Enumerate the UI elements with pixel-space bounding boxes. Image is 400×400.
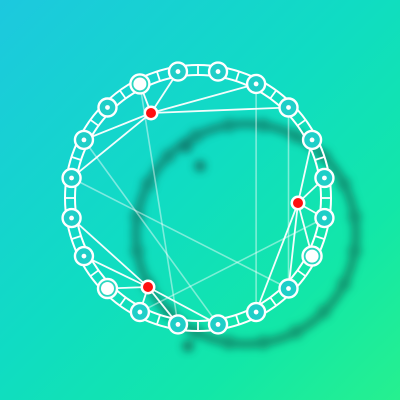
ring-rung	[89, 269, 100, 277]
shadow-node	[288, 325, 303, 340]
hub-link	[83, 255, 149, 288]
shadow-node	[189, 325, 204, 340]
ring-rung	[71, 156, 82, 161]
hub-link	[287, 202, 299, 289]
shadow-node	[316, 304, 331, 319]
open-node[interactable]	[96, 277, 119, 300]
chord-line	[139, 217, 325, 313]
ring-rung	[296, 269, 307, 277]
shadow-node	[161, 149, 176, 164]
ring-node[interactable]	[73, 129, 95, 151]
hub-link	[150, 106, 289, 114]
open-node[interactable]	[129, 73, 151, 95]
shadow-node	[256, 335, 271, 350]
shadow-node	[221, 335, 236, 350]
ring-node[interactable]	[314, 167, 335, 189]
shadow-node	[347, 209, 362, 224]
hub-link	[147, 286, 219, 326]
hub-top[interactable]	[143, 105, 159, 121]
shadow-ring	[131, 119, 361, 349]
shadow-node	[347, 244, 362, 259]
ring-node[interactable]	[61, 207, 82, 229]
ring-node[interactable]	[245, 73, 267, 95]
ring-rung	[89, 119, 100, 127]
ring-rung	[235, 71, 240, 82]
shadow-node	[189, 128, 204, 143]
shadow-node	[288, 128, 303, 143]
shadow-hub	[179, 139, 193, 153]
shadow-node	[337, 276, 352, 291]
ring-rung	[314, 156, 325, 161]
ring-node[interactable]	[245, 301, 267, 323]
ring-node[interactable]	[207, 61, 229, 82]
ring-node[interactable]	[61, 167, 82, 189]
ring-node[interactable]	[97, 97, 118, 118]
shadow-node	[337, 177, 352, 192]
ring-rung	[235, 314, 240, 325]
ring-node[interactable]	[73, 245, 95, 267]
open-node[interactable]	[301, 245, 323, 267]
ring-rung	[314, 235, 325, 240]
hub-link	[255, 202, 299, 313]
hub-link	[150, 83, 257, 114]
hub-link	[71, 112, 152, 179]
shadow-node	[221, 118, 236, 133]
ring-rung	[71, 235, 82, 240]
ring-rung	[269, 296, 277, 307]
chord-line	[71, 177, 289, 290]
ring-node[interactable]	[278, 278, 299, 299]
ring-node[interactable]	[314, 207, 335, 229]
ring-node[interactable]	[167, 314, 189, 335]
ring-nodes	[61, 61, 335, 335]
chord-line	[139, 83, 179, 325]
ring-rung	[119, 296, 127, 307]
hub-link	[297, 139, 313, 204]
outer-ring	[64, 64, 332, 332]
shadow-node	[256, 118, 271, 133]
ring-rung	[156, 71, 161, 82]
hub-bottom-left[interactable]	[140, 279, 156, 295]
ring-rung	[296, 119, 307, 127]
ring-node[interactable]	[278, 97, 299, 118]
hub-link	[70, 217, 149, 288]
chord-lines	[71, 83, 325, 325]
hub-nodes	[140, 105, 306, 295]
hub-right[interactable]	[290, 195, 306, 211]
ring-rung	[119, 89, 127, 100]
shadow-hub	[182, 340, 194, 352]
chord-line	[83, 139, 219, 325]
ring-node[interactable]	[207, 314, 229, 335]
shadow-node	[130, 244, 145, 259]
ring-node[interactable]	[167, 61, 189, 82]
ring-rung	[156, 314, 161, 325]
ring-node[interactable]	[301, 129, 323, 151]
shadow-node	[130, 209, 145, 224]
ring-rung	[269, 89, 277, 100]
hub-link	[83, 112, 152, 141]
shadow-hub	[194, 160, 206, 172]
shadow-node	[140, 177, 155, 192]
ring-node[interactable]	[129, 301, 151, 323]
